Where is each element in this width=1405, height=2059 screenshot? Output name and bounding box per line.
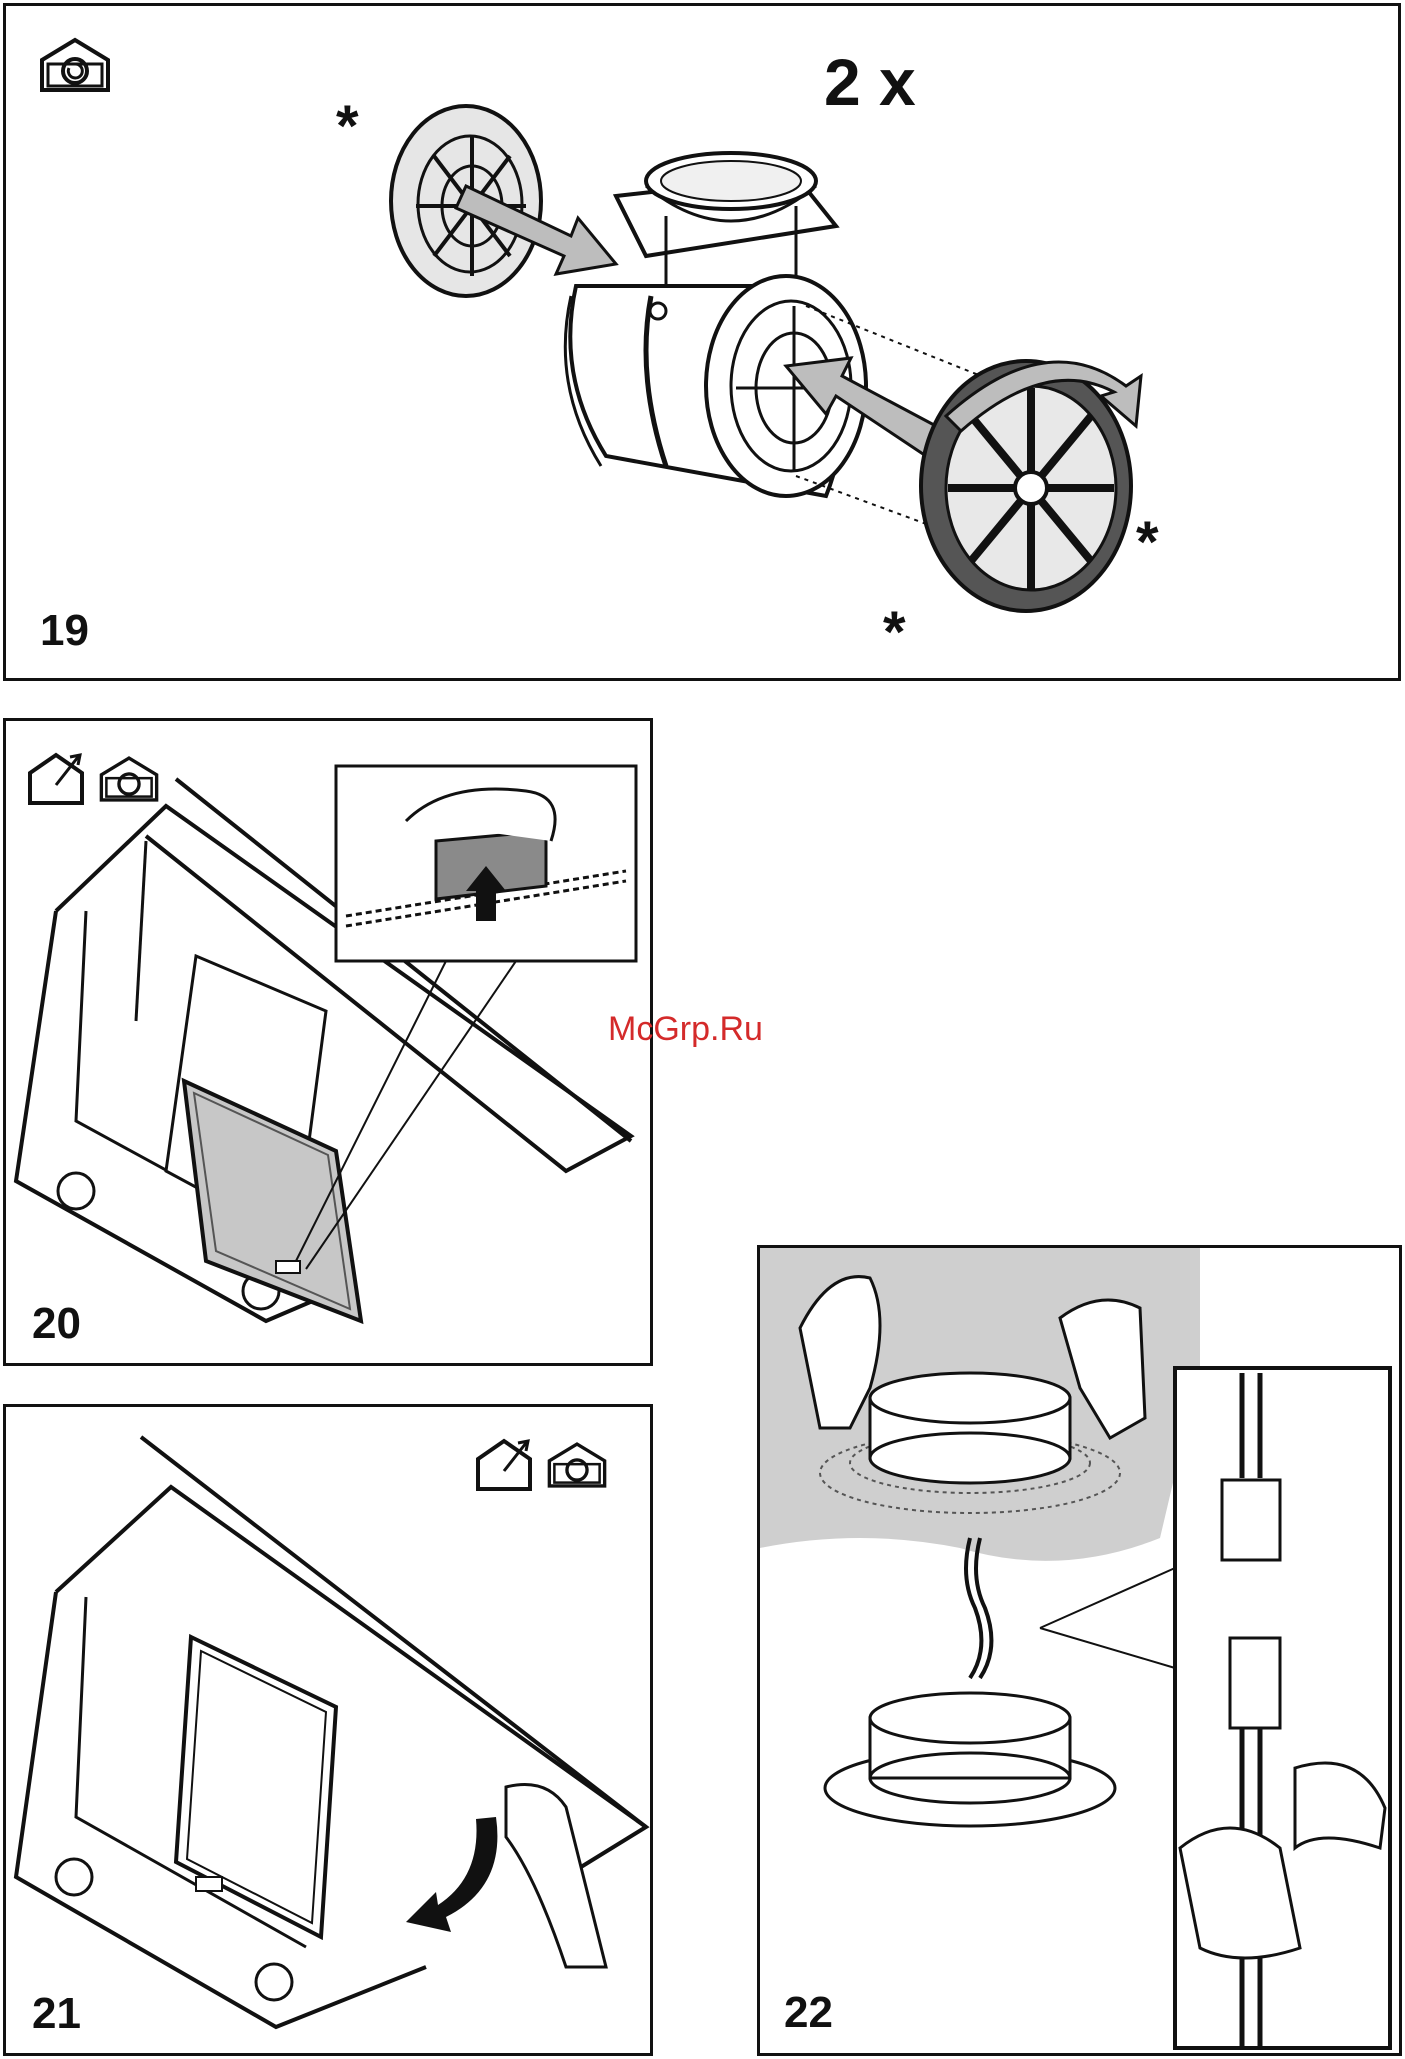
figure-number: 22 xyxy=(784,1988,833,2038)
figure-22-panel: 22 xyxy=(757,1245,1402,2056)
figure-number: 19 xyxy=(40,606,89,656)
right-filter-disc xyxy=(921,361,1131,611)
figure-21-panel: 21 xyxy=(3,1404,653,2056)
hood-panel-closing-illustration xyxy=(6,1407,653,2056)
figure-20-panel: 20 xyxy=(3,718,653,1366)
watermark: McGrp.Ru xyxy=(608,1010,763,1049)
figure-number: 20 xyxy=(32,1299,81,1349)
house-recirculation-icon xyxy=(38,36,112,94)
optional-marker: * xyxy=(336,98,359,156)
hood-filter-removal-illustration xyxy=(6,721,653,1366)
lamp-replacement-illustration xyxy=(760,1248,1402,2056)
figure-number: 21 xyxy=(32,1989,81,2039)
figure-19-panel: 2 x * * * xyxy=(3,3,1401,681)
fan-motor-illustration xyxy=(366,96,1166,656)
